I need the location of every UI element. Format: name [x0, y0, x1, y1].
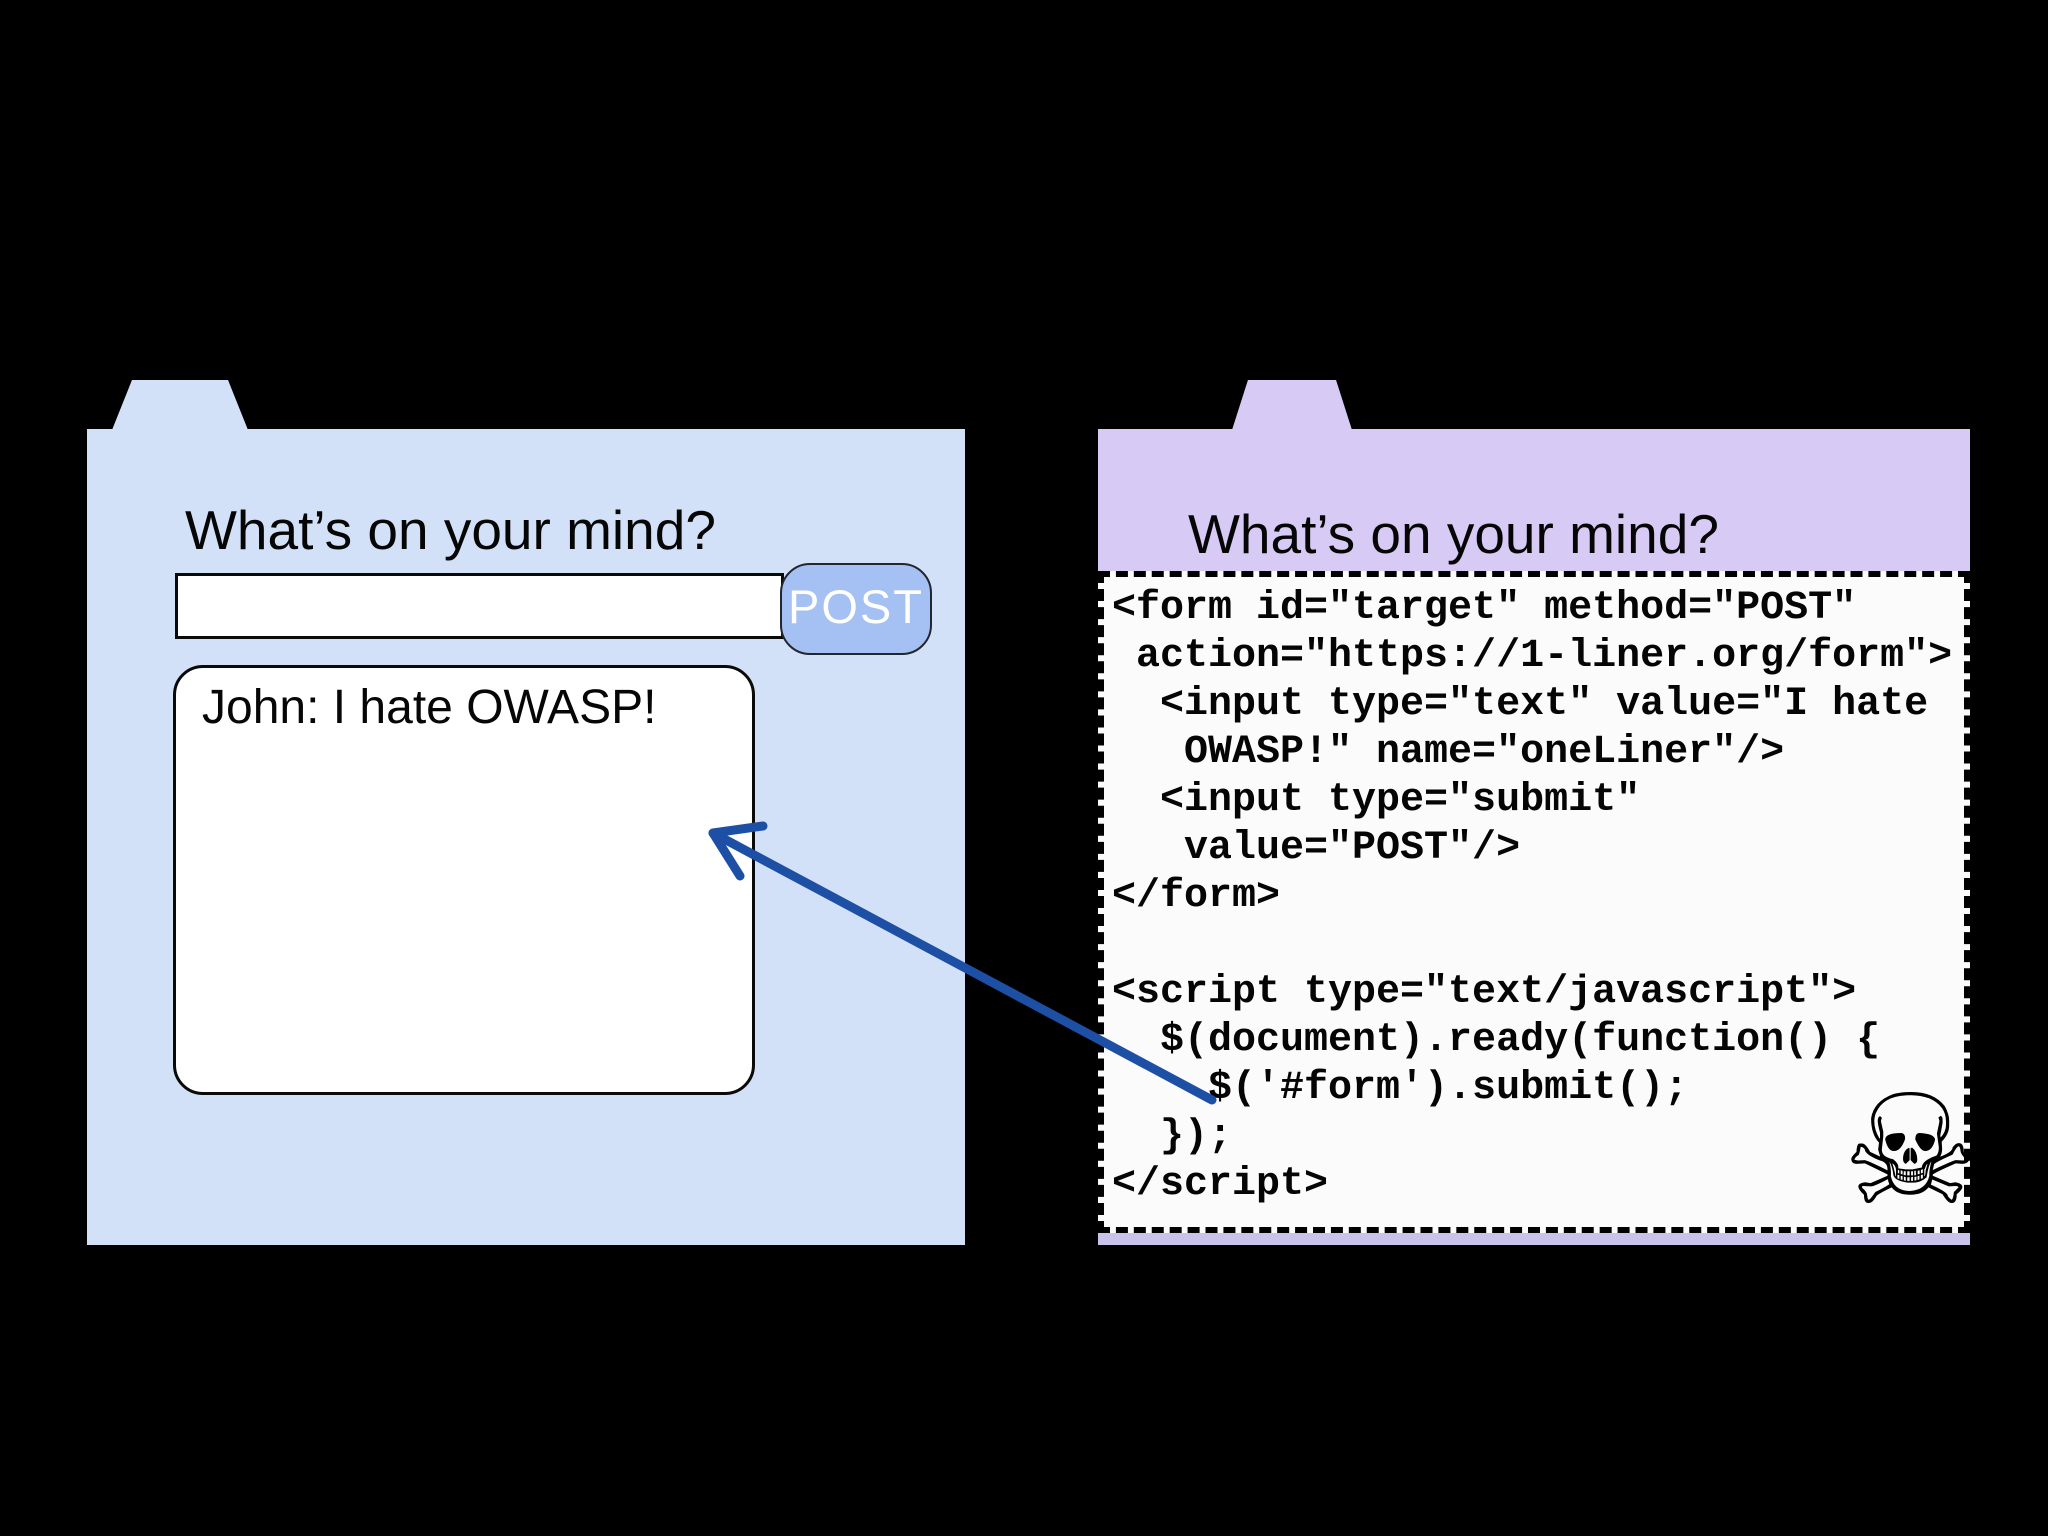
- code-line: action="https://1-liner.org/form">: [1112, 634, 1953, 679]
- feed-box: John: I hate OWASP!: [173, 665, 755, 1095]
- code-line: $('#form').submit();: [1112, 1066, 1689, 1111]
- social-site-browser-tab[interactable]: [112, 380, 248, 430]
- code-line: OWASP!" name="oneLiner"/>: [1112, 730, 1785, 775]
- code-line: <input type="text" value="I hate: [1112, 682, 1929, 727]
- attacker-source-window: What’s on your mind? <form id="target" m…: [1098, 429, 1979, 1245]
- attacker-page-browser-tab[interactable]: [1232, 380, 1352, 430]
- skull-crossbones-icon: ☠: [1842, 1062, 1979, 1239]
- code-line: $(document).ready(function() {: [1112, 1018, 1881, 1063]
- right-page-title: What’s on your mind?: [1188, 503, 1719, 565]
- code-line: <script type="text/javascript">: [1112, 970, 1857, 1015]
- left-page-title: What’s on your mind?: [185, 499, 716, 561]
- code-line: </form>: [1112, 874, 1281, 919]
- attacker-page-header: What’s on your mind?: [1098, 429, 1970, 571]
- social-site-window: What’s on your mind? POST John: I hate O…: [87, 429, 965, 1245]
- post-input[interactable]: [175, 573, 784, 639]
- code-line: <form id="target" method="POST": [1112, 586, 1857, 631]
- code-line: value="POST"/>: [1112, 826, 1521, 871]
- code-line: });: [1112, 1114, 1233, 1159]
- code-line: <input type="submit": [1112, 778, 1641, 823]
- code-line: </script>: [1112, 1162, 1329, 1207]
- code-line: [1112, 921, 1964, 969]
- post-button[interactable]: POST: [780, 563, 932, 655]
- feed-message: John: I hate OWASP!: [202, 681, 657, 734]
- page-source-code-block: <form id="target" method="POST" action="…: [1098, 571, 1970, 1233]
